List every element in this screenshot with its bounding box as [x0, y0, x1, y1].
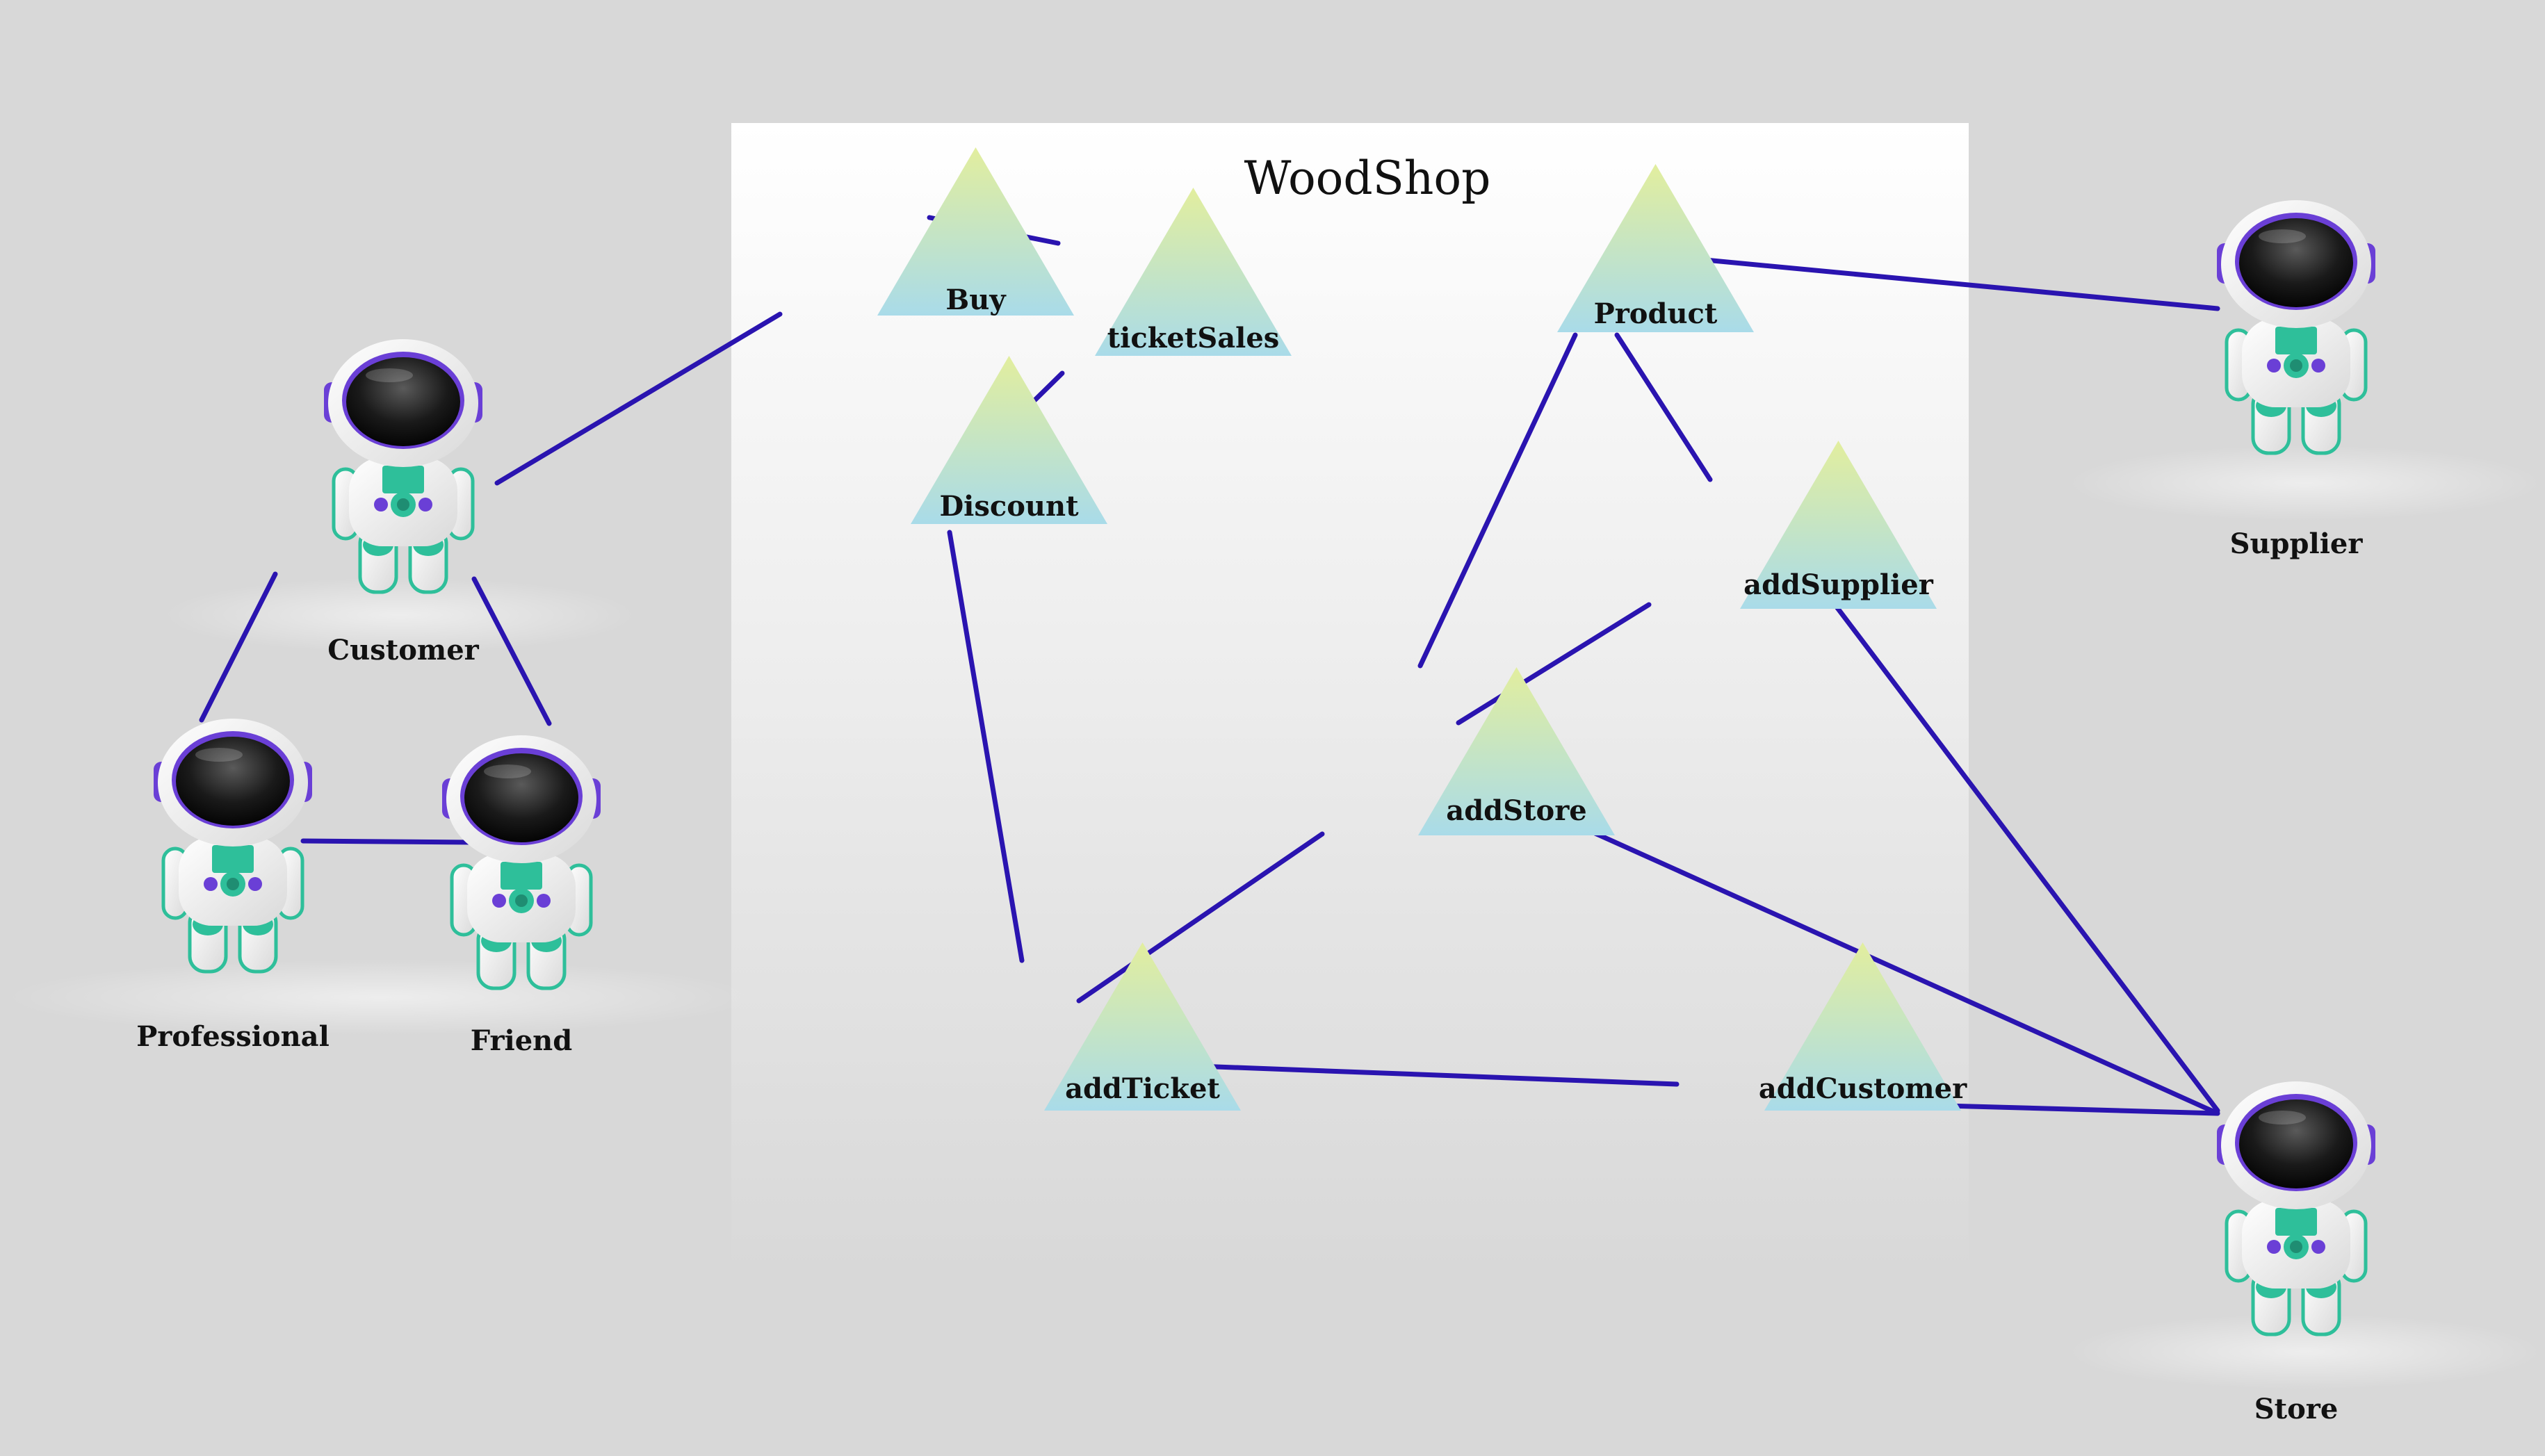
actor-supplier[interactable] [2217, 200, 2375, 455]
association-customer-buy[interactable] [494, 311, 783, 486]
actor-floor-shadow [2065, 445, 2545, 521]
association-product-addsupplier[interactable] [1614, 332, 1713, 482]
use-case-label-addticket: addTicket [1065, 1072, 1220, 1105]
use-case-discount[interactable] [911, 356, 1107, 524]
actor-floor-shadow [0, 959, 761, 1036]
actor-label-friend: Friend [470, 1024, 573, 1057]
association-professional-friend[interactable] [300, 838, 477, 845]
use-case-addcustomer[interactable] [1764, 942, 1961, 1111]
use-case-addsupplier[interactable] [1740, 441, 1937, 609]
use-cases-layer [877, 147, 1961, 1111]
association-addticket-addstore[interactable] [1076, 831, 1325, 1004]
association-addsupplier-addstore[interactable] [1456, 602, 1652, 726]
actor-store[interactable] [2217, 1081, 2375, 1336]
actor-label-supplier: Supplier [2229, 527, 2363, 560]
use-case-label-addstore: addStore [1446, 794, 1587, 827]
use-case-addticket[interactable] [1044, 942, 1241, 1111]
use-case-label-addsupplier: addSupplier [1743, 569, 1933, 601]
use-case-product[interactable] [1557, 164, 1754, 332]
use-case-label-ticketsales: ticketSales [1107, 322, 1280, 354]
association-product-addstore[interactable] [1417, 332, 1578, 669]
actor-friend[interactable] [442, 735, 601, 990]
actor-customer[interactable] [324, 339, 482, 594]
use-case-label-discount: Discount [939, 490, 1079, 523]
use-case-label-buy: Buy [945, 284, 1006, 316]
actor-label-professional: Professional [136, 1020, 330, 1053]
association-customer-friend[interactable] [471, 576, 552, 726]
use-case-label-addcustomer: addCustomer [1758, 1072, 1967, 1105]
use-case-label-product: Product [1593, 297, 1718, 330]
actor-label-customer: Customer [327, 634, 479, 666]
association-discount-addticket[interactable] [947, 530, 1025, 963]
system-title: WoodShop [1244, 152, 1491, 205]
use-case-ticketsales[interactable] [1095, 188, 1292, 356]
use-case-addstore[interactable] [1418, 667, 1615, 835]
actor-label-store: Store [2254, 1393, 2339, 1425]
use-case-buy[interactable] [877, 147, 1074, 316]
association-product-supplier[interactable] [1659, 253, 2220, 311]
association-addticket-addcustomer[interactable] [1122, 1061, 1680, 1087]
actors-layer [154, 200, 2375, 1336]
association-customer-professional[interactable] [199, 571, 278, 723]
actor-professional[interactable] [154, 719, 312, 974]
association-addsupplier-store[interactable] [1831, 600, 2220, 1113]
